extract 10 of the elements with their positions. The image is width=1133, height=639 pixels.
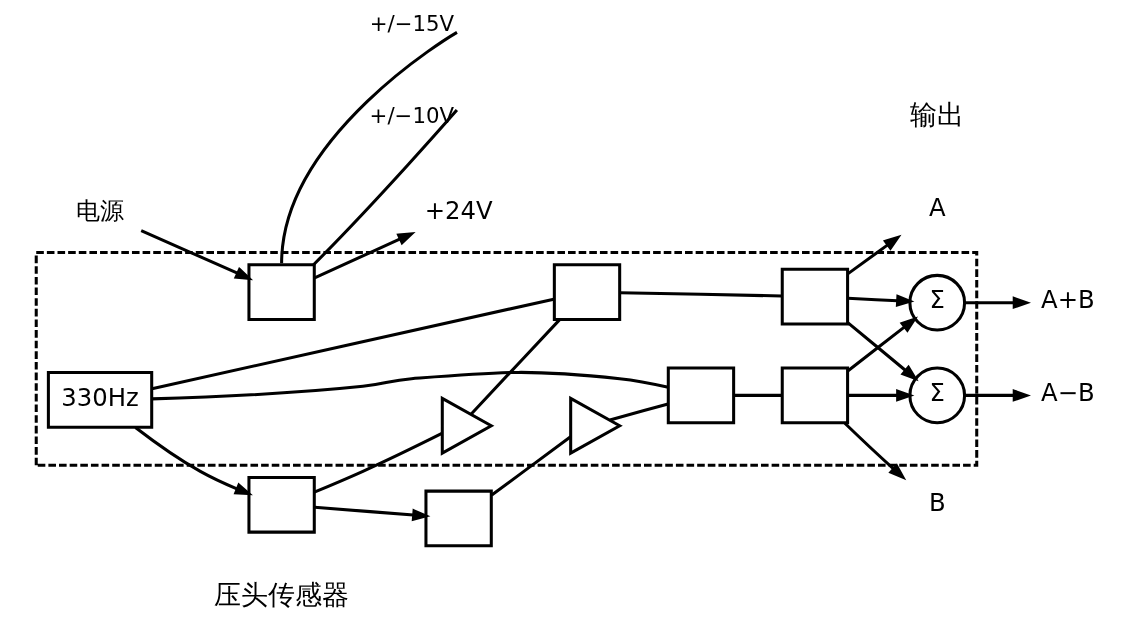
node-text: A [928,192,946,222]
edge-label: +/−15V [369,11,455,37]
node-text: 电源 [76,195,125,225]
node-text: A−B [1041,378,1095,408]
node-text: A+B [1041,285,1095,315]
label: 压头传感器 [214,579,350,611]
node-text: +24V [424,195,493,225]
edge-label: +/−10V [369,102,455,128]
label: 输出 [910,99,965,131]
node-text: B [928,487,946,517]
